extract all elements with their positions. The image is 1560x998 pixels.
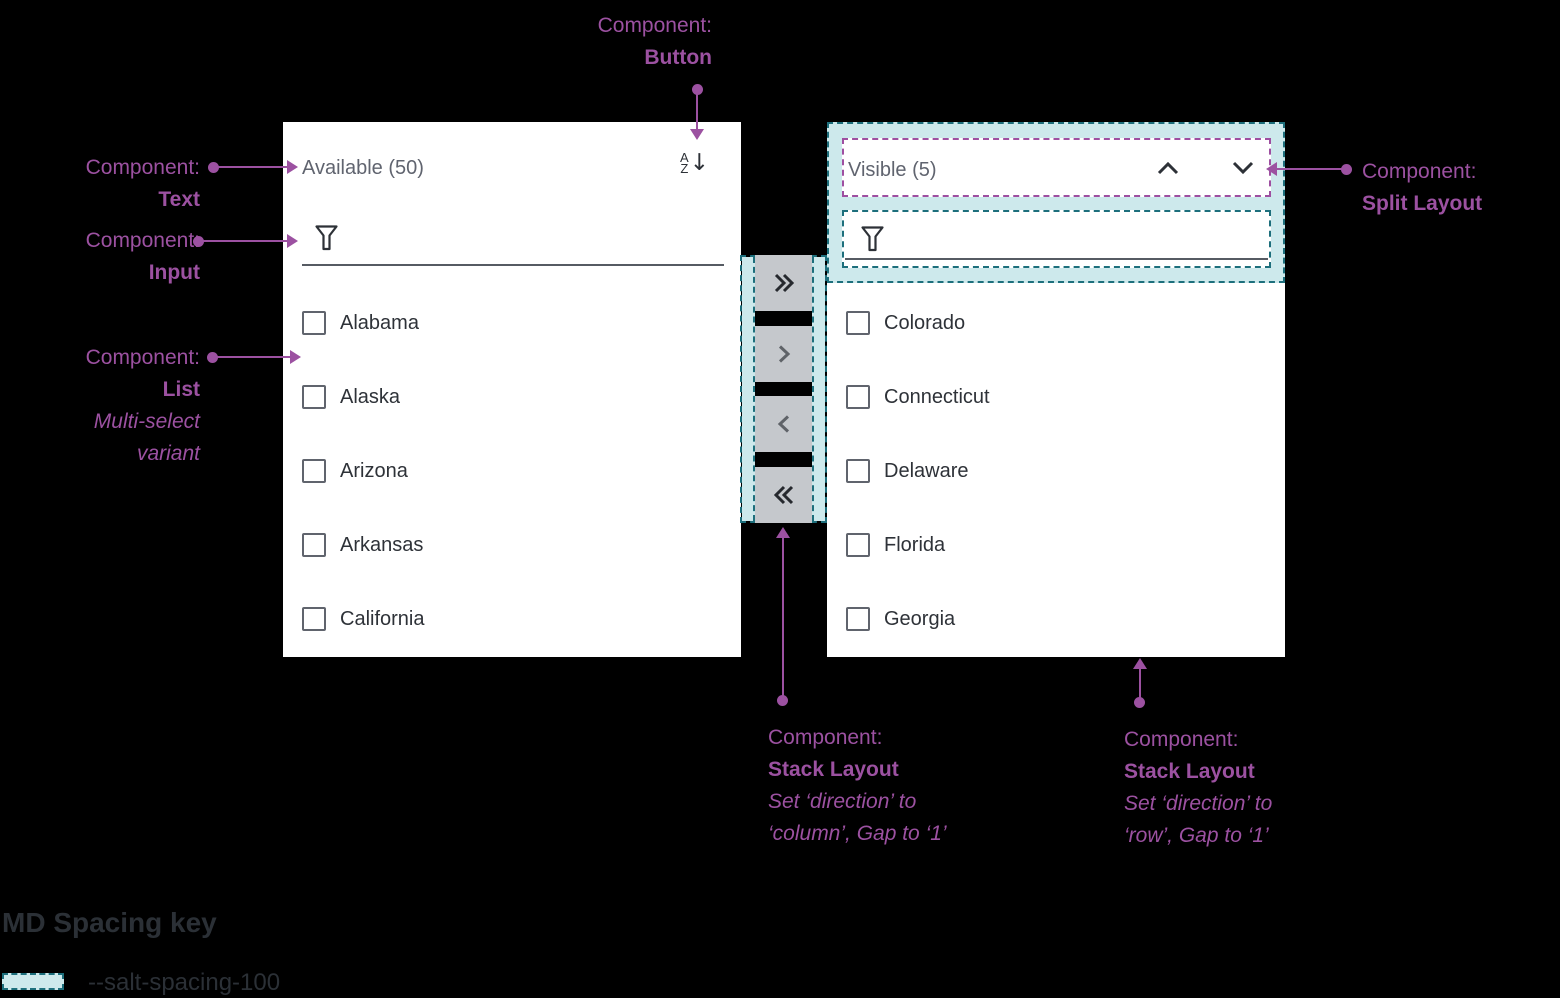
- annotation-arrowhead: [690, 129, 704, 140]
- annotation-input: Component: Input: [85, 229, 200, 284]
- available-filter-input[interactable]: [302, 264, 724, 266]
- annotation-arrowhead: [1266, 162, 1277, 176]
- annotation-line: [1139, 668, 1141, 700]
- spacing-key-token-label: --salt-spacing-100: [88, 969, 281, 996]
- spacing-key-title: MD Spacing key: [2, 907, 217, 938]
- annotation-arrowhead: [287, 234, 298, 248]
- annotation-arrowhead: [776, 527, 790, 538]
- list-item[interactable]: Colorado: [846, 311, 965, 335]
- sort-az-icon: A Z: [680, 150, 689, 176]
- checkbox[interactable]: [302, 385, 326, 409]
- list-item[interactable]: Florida: [846, 533, 945, 557]
- annotation-line: [696, 92, 698, 130]
- checkbox[interactable]: [302, 607, 326, 631]
- checkbox[interactable]: [302, 533, 326, 557]
- available-list-panel: Available (50) A Z ↓ Alabama Alaska Ariz…: [283, 122, 741, 657]
- annotation-arrowhead: [287, 160, 298, 174]
- annotation-dot: [193, 236, 204, 247]
- spacing-strip: [742, 257, 755, 521]
- annotation-dot: [207, 352, 218, 363]
- move-left-button[interactable]: [755, 396, 812, 453]
- move-down-button[interactable]: [1230, 160, 1256, 179]
- sort-az-button[interactable]: A Z ↓: [680, 151, 709, 175]
- list-item[interactable]: Delaware: [846, 459, 968, 483]
- annotation-text: Component: Text: [85, 156, 200, 211]
- annotation-line: [200, 240, 287, 242]
- checkbox[interactable]: [302, 459, 326, 483]
- annotation-list: Component: List Multi-select variant: [85, 346, 200, 465]
- annotation-split-layout: Component: Split Layout: [1362, 160, 1483, 215]
- checkbox[interactable]: [846, 385, 870, 409]
- spacing-strip: [812, 257, 825, 521]
- list-item[interactable]: Georgia: [846, 607, 955, 631]
- filter-icon: [860, 225, 885, 258]
- annotation-arrowhead: [1133, 658, 1147, 669]
- checkbox[interactable]: [302, 311, 326, 335]
- visible-list-title: Visible (5): [848, 159, 937, 181]
- annotation-dot: [208, 162, 219, 173]
- annotation-stack-layout-row: Component: Stack Layout Set ‘direction’ …: [1124, 728, 1273, 847]
- annotation-dot: [777, 695, 788, 706]
- annotation-arrowhead: [290, 350, 301, 364]
- move-all-right-button[interactable]: [755, 255, 812, 311]
- annotation-dot: [1341, 164, 1352, 175]
- chevron-right-icon: [778, 345, 790, 363]
- list-item[interactable]: Alabama: [302, 311, 419, 335]
- annotation-dot: [692, 84, 703, 95]
- available-list-title: Available (50): [302, 157, 424, 179]
- annotation-line: [1277, 168, 1347, 170]
- filter-icon: [314, 224, 339, 257]
- sort-descending-arrow-icon: ↓: [689, 150, 709, 176]
- annotation-dot: [1134, 697, 1145, 708]
- move-right-button[interactable]: [755, 325, 812, 382]
- annotation-line: [215, 166, 289, 168]
- visible-filter-input[interactable]: [842, 210, 1271, 268]
- checkbox[interactable]: [846, 311, 870, 335]
- annotation-button: Component: Button: [597, 14, 712, 69]
- checkbox[interactable]: [846, 607, 870, 631]
- move-up-button[interactable]: [1155, 160, 1181, 179]
- annotation-line: [214, 356, 290, 358]
- spacing-overlay-column: [740, 255, 827, 523]
- annotation-line: [782, 537, 784, 697]
- annotation-stack-layout-column: Component: Stack Layout Set ‘direction’ …: [768, 726, 947, 845]
- double-chevron-left-icon: [773, 485, 793, 505]
- list-item[interactable]: Connecticut: [846, 385, 990, 409]
- input-underline: [845, 258, 1268, 260]
- move-all-left-button[interactable]: [755, 466, 812, 523]
- spacing-overlay-row: Visible (5): [827, 122, 1285, 283]
- checkbox[interactable]: [846, 533, 870, 557]
- chevron-left-icon: [777, 415, 789, 433]
- transfer-button-stack: [755, 255, 812, 523]
- double-chevron-right-icon: [774, 273, 794, 293]
- list-item[interactable]: Alaska: [302, 385, 400, 409]
- split-layout-header: Visible (5): [842, 138, 1271, 197]
- list-item[interactable]: Arizona: [302, 459, 408, 483]
- list-item[interactable]: California: [302, 607, 424, 631]
- checkbox[interactable]: [846, 459, 870, 483]
- spacing-key-swatch: [2, 973, 64, 990]
- list-item[interactable]: Arkansas: [302, 533, 423, 557]
